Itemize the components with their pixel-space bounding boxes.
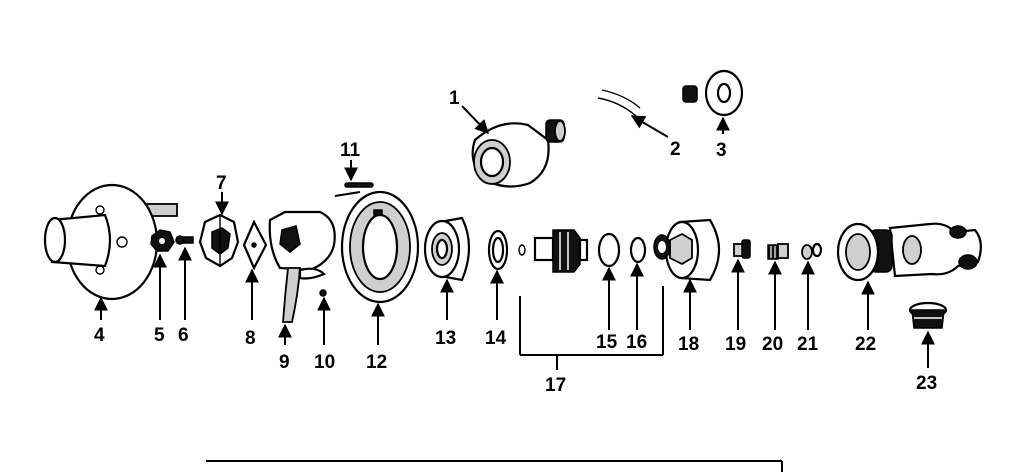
part-13-sleeve	[423, 216, 471, 282]
part-14-washer	[487, 229, 509, 271]
callout-1: 1	[449, 88, 460, 109]
callout-12: 12	[366, 352, 387, 373]
part-23-fitting	[908, 301, 948, 329]
part-18-bonnet	[653, 218, 720, 282]
callout-14: 14	[485, 328, 507, 349]
part-8-gasket	[242, 219, 268, 271]
callout-18: 18	[678, 334, 699, 355]
callout-15: 15	[596, 332, 618, 353]
part-1-shower-head	[471, 119, 566, 188]
callout-3: 3	[716, 140, 727, 161]
callout-11: 11	[340, 140, 361, 161]
callout-labels: 1 2 3 4 5 6 7 8 9 10 11 12 13 14 15 16 1…	[94, 88, 937, 396]
part-5-nut	[150, 229, 175, 252]
callout-20: 20	[762, 334, 783, 355]
callout-13: 13	[435, 328, 456, 349]
callout-8: 8	[245, 328, 256, 349]
part-6-screw	[175, 235, 194, 245]
leader-arrows	[94, 105, 935, 368]
callout-5: 5	[154, 325, 165, 346]
part-11-pin	[344, 182, 374, 188]
part-19-stop	[733, 239, 751, 259]
bottom-frame	[206, 460, 783, 472]
callout-23: 23	[916, 373, 937, 394]
part-2-shower-arm	[597, 89, 641, 117]
part-21-seat	[801, 242, 823, 260]
part-16-o-ring	[629, 236, 647, 264]
part-10-set-screw	[319, 289, 327, 297]
callout-16: 16	[626, 332, 647, 353]
part-9-handle	[268, 210, 336, 323]
callout-9: 9	[279, 352, 290, 373]
callout-7: 7	[216, 173, 227, 194]
part-3-flange	[682, 69, 744, 117]
callout-17: 17	[545, 375, 566, 396]
part-22-valve-body	[836, 222, 982, 282]
part-15-o-ring	[597, 232, 621, 268]
callout-19: 19	[725, 334, 746, 355]
callout-4: 4	[94, 325, 105, 346]
part-20-spring	[767, 243, 789, 260]
callout-6: 6	[178, 325, 189, 346]
part-17-cartridge	[518, 229, 664, 370]
callout-10: 10	[314, 352, 335, 373]
callout-22: 22	[855, 334, 876, 355]
callout-2: 2	[670, 139, 681, 160]
callout-21: 21	[797, 334, 819, 355]
part-4-escutcheon	[43, 183, 178, 301]
part-12-face-plate	[334, 190, 420, 304]
part-7-adapter	[198, 213, 240, 268]
